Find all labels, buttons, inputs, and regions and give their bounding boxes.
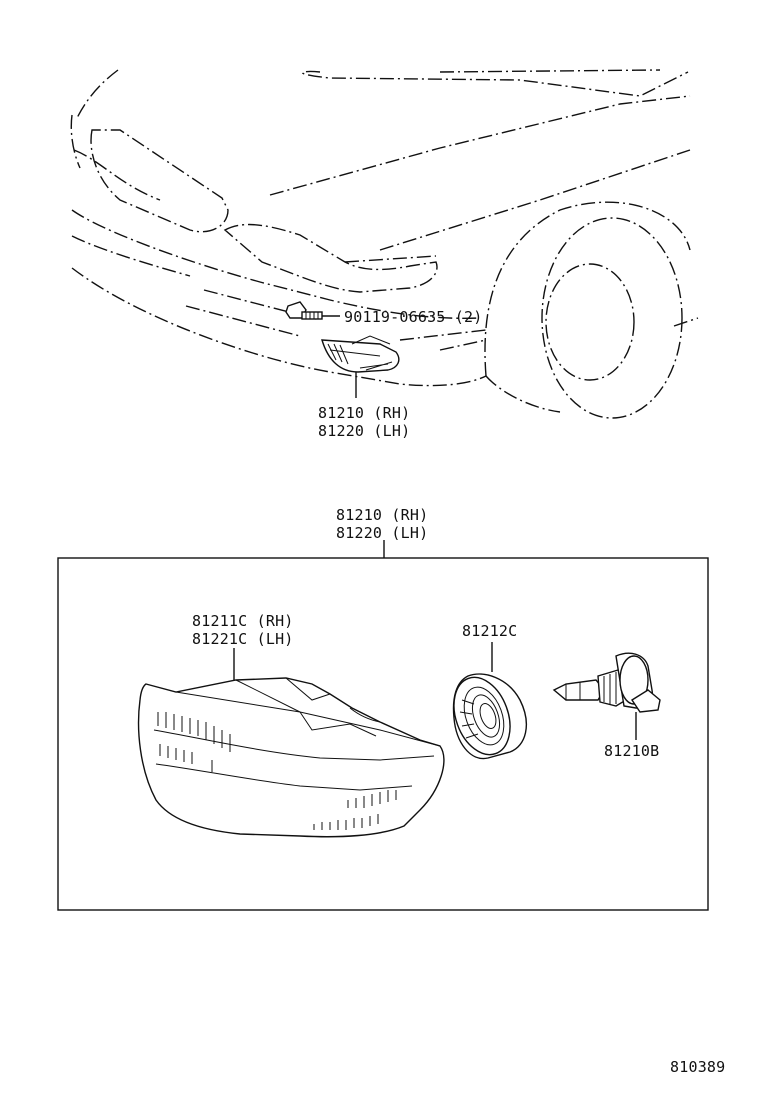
exploded-view-frame — [57, 557, 709, 911]
corner-lamp-in-car — [321, 335, 400, 373]
lens-assembly — [137, 677, 445, 838]
lens-rib-marks — [157, 712, 397, 830]
label-lamp-lh-box: 81220 (LH) — [336, 524, 429, 542]
label-lens-lh: 81221C (LH) — [192, 630, 294, 648]
bolt-90119 — [285, 301, 340, 320]
label-lens-rh: 81211C (RH) — [192, 612, 294, 630]
label-bolt-90119: 90119-06635 (2) — [344, 308, 483, 326]
figure-number: 810389 — [670, 1058, 726, 1076]
label-bulb: 81210B — [604, 742, 660, 760]
label-lamp-rh-top: 81210 (RH) — [318, 404, 411, 422]
label-socket: 81212C — [462, 622, 518, 640]
socket-81212c — [452, 673, 527, 760]
label-lamp-rh-box: 81210 (RH) — [336, 506, 429, 524]
label-lamp-lh-top: 81220 (LH) — [318, 422, 411, 440]
bulb-81210b — [552, 652, 661, 740]
